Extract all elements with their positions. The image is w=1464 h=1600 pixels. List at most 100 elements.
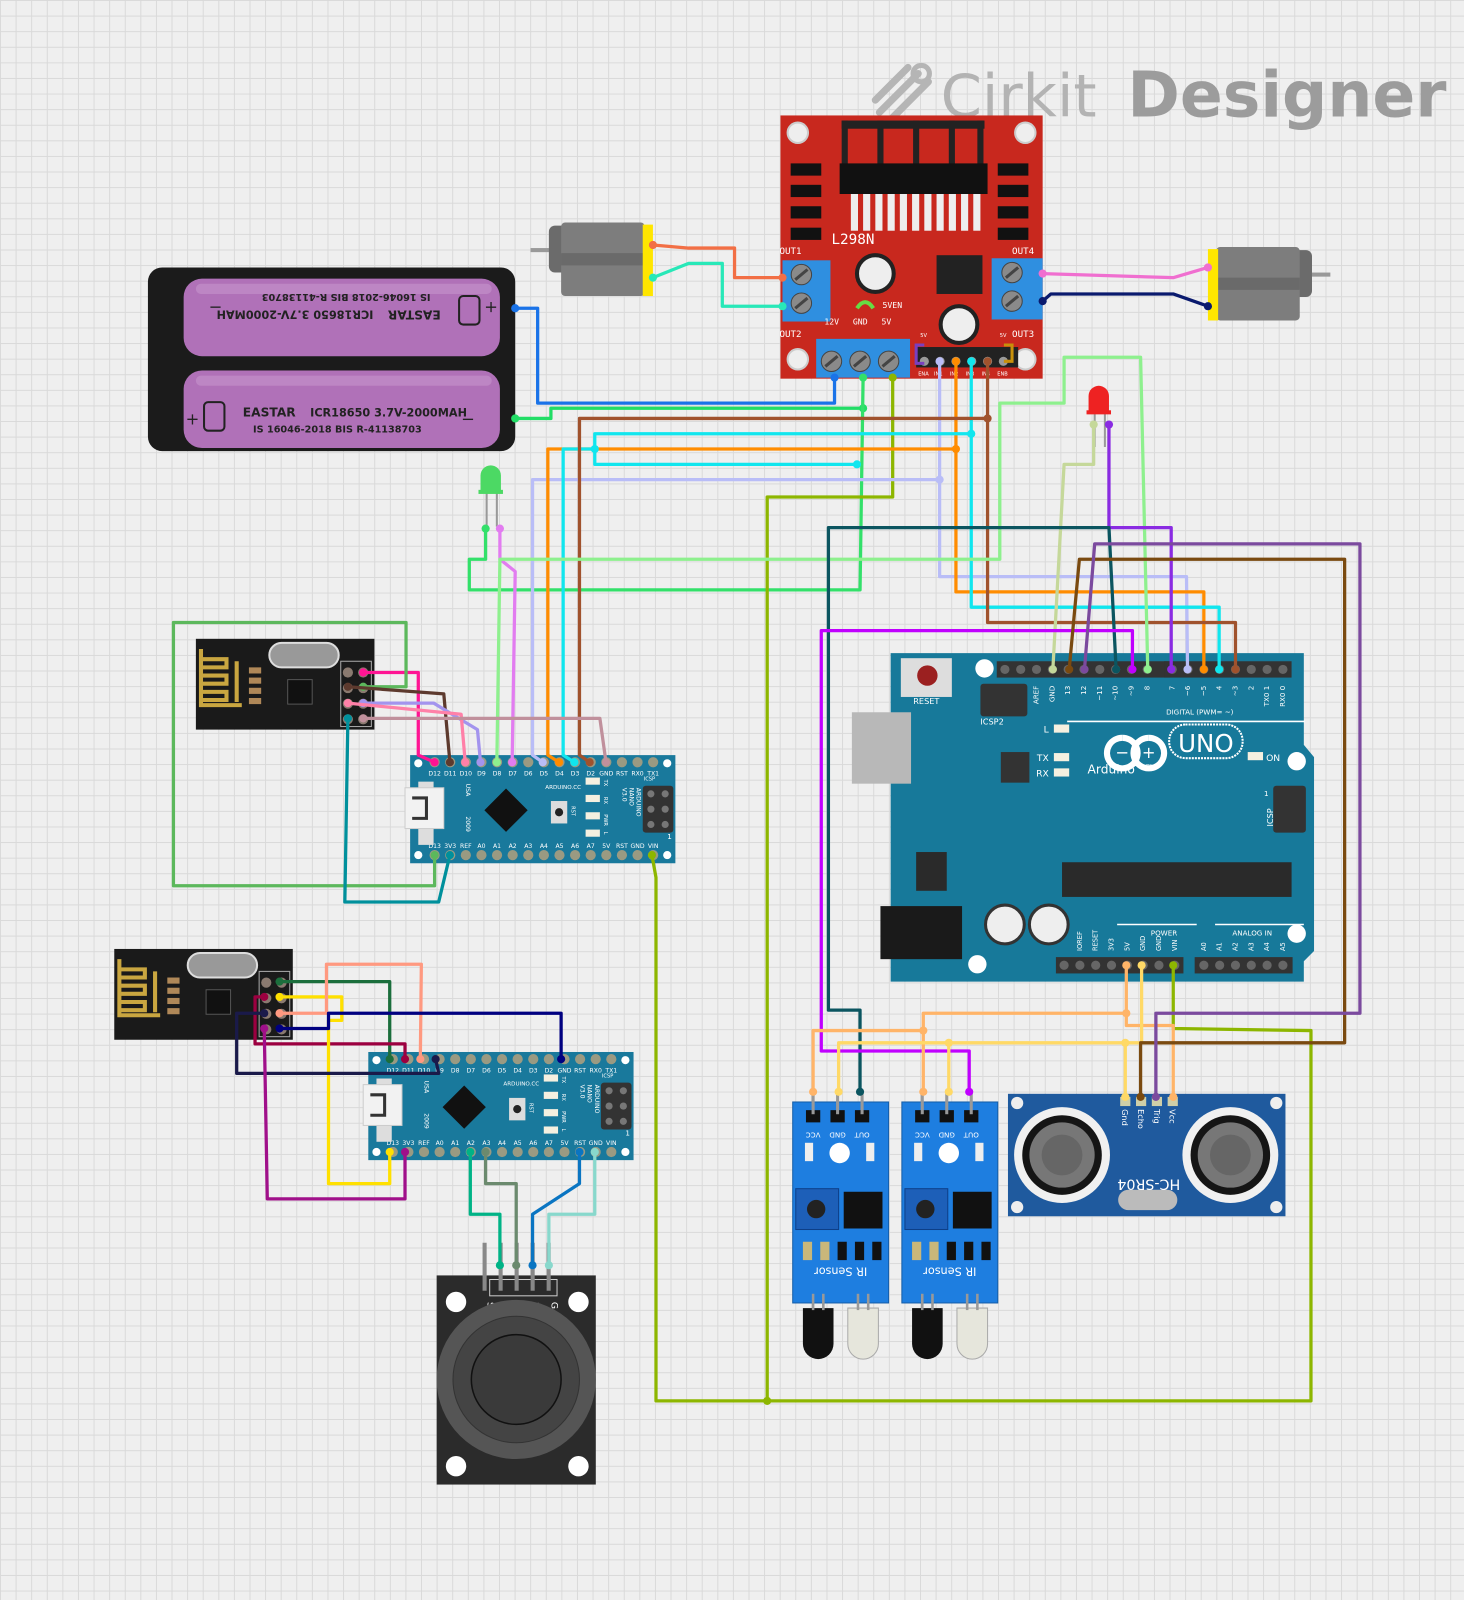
hcsr04-pin-vcc[interactable] — [1167, 1096, 1178, 1107]
nano-pin-d4[interactable] — [512, 1054, 523, 1065]
wire-endpoint[interactable] — [1065, 665, 1074, 674]
wire-gnd-green-led[interactable] — [467, 376, 865, 592]
wire-nrf2-d11[interactable] — [253, 995, 407, 1061]
nano-pin-a4[interactable] — [538, 849, 549, 861]
wire-endpoint[interactable] — [557, 1055, 566, 1064]
wire-trig-uno12[interactable] — [1082, 542, 1362, 1099]
nano-pin-a2[interactable] — [507, 849, 518, 861]
wire-joystick-5v[interactable] — [530, 1150, 582, 1267]
nano-pin-rx0[interactable] — [590, 1054, 601, 1065]
wire-endpoint[interactable] — [1080, 665, 1089, 674]
uno-analog-pin[interactable] — [1199, 960, 1209, 970]
wire-endpoint[interactable] — [570, 758, 579, 767]
wire-nrf2-gnd[interactable] — [277, 1011, 563, 1061]
wire-endpoint[interactable] — [275, 1024, 284, 1033]
wire-joystick-vrx[interactable] — [468, 1150, 502, 1267]
wire-endpoint[interactable] — [544, 1261, 553, 1270]
wire-endpoint[interactable] — [648, 273, 658, 282]
wire-endpoint[interactable] — [951, 444, 961, 454]
wire-nrf1-3v3[interactable] — [343, 716, 452, 904]
uno-power-pin[interactable] — [1059, 960, 1069, 970]
wire-endpoint[interactable] — [855, 1087, 865, 1096]
wire-endpoint[interactable] — [385, 1055, 394, 1064]
nano-pin-a6[interactable] — [528, 1146, 539, 1158]
ir-pin-gnd[interactable] — [939, 1110, 954, 1123]
wire-in1-uno[interactable] — [937, 478, 1190, 672]
wire-endpoint[interactable] — [359, 668, 368, 677]
uno-analog-pin[interactable] — [1246, 960, 1256, 970]
wire-nrf1-d9[interactable] — [361, 701, 483, 764]
wire-endpoint[interactable] — [260, 1024, 269, 1033]
wire-in4-uno[interactable] — [985, 416, 1238, 672]
wire-endpoint[interactable] — [778, 273, 787, 282]
wire-endpoint[interactable] — [481, 1147, 490, 1157]
nano-pin-rst[interactable] — [616, 849, 628, 861]
nano-pin-d2[interactable] — [543, 1054, 554, 1065]
wire-endpoint[interactable] — [1203, 302, 1213, 311]
nano-pin-ref[interactable] — [418, 1146, 430, 1158]
ir-pin-gnd[interactable] — [830, 1110, 845, 1123]
uno-analog-pin[interactable] — [1215, 960, 1225, 970]
wire-endpoint[interactable] — [431, 1055, 440, 1064]
nano-pin-tx1[interactable] — [606, 1054, 617, 1065]
wire-green-led-anode[interactable] — [498, 526, 517, 764]
wire-endpoint[interactable] — [1199, 665, 1208, 674]
wire-5v-ir1[interactable] — [811, 1028, 925, 1094]
wire-endpoint[interactable] — [648, 240, 658, 250]
wire-endpoint[interactable] — [511, 304, 520, 313]
wire-endpoint[interactable] — [275, 977, 284, 986]
nano-pin-a7[interactable] — [585, 849, 596, 861]
wire-endpoint[interactable] — [1151, 1092, 1160, 1101]
wire-endpoint[interactable] — [1169, 1092, 1178, 1101]
ir-pin-vcc[interactable] — [805, 1110, 821, 1123]
wire-endpoint[interactable] — [967, 429, 976, 438]
wire-endpoint[interactable] — [1143, 665, 1152, 674]
nano-pin-5v[interactable] — [559, 1146, 570, 1158]
wire-endpoint[interactable] — [1183, 665, 1192, 674]
uno-analog-pin[interactable] — [1262, 960, 1272, 970]
wire-endpoint[interactable] — [852, 460, 862, 469]
nano-pin-a7[interactable] — [543, 1146, 554, 1158]
terminal-out1-out2[interactable] — [782, 260, 831, 322]
nano-pin-a0[interactable] — [434, 1146, 445, 1158]
nano-pin-a6[interactable] — [569, 849, 581, 861]
wire-endpoint[interactable] — [1169, 961, 1178, 970]
wire-5v-vin[interactable] — [765, 376, 1313, 1403]
uno-analog-pin[interactable] — [1278, 960, 1288, 970]
wire-endpoint[interactable] — [492, 758, 501, 767]
wire-endpoint[interactable] — [481, 524, 490, 533]
hcsr04-pin-trig[interactable] — [1151, 1096, 1163, 1107]
uno-power-pin[interactable] — [1106, 960, 1117, 970]
wire-endpoint[interactable] — [575, 1147, 584, 1157]
nano-pin-d8[interactable] — [450, 1054, 461, 1065]
wire-endpoint[interactable] — [343, 698, 352, 708]
wire-endpoint[interactable] — [1215, 665, 1224, 674]
wire-nrf1-d13[interactable] — [171, 620, 437, 888]
wire-endpoint[interactable] — [888, 373, 897, 382]
nano-pin-vin[interactable] — [606, 1146, 617, 1158]
wire-endpoint[interactable] — [538, 758, 547, 767]
nano-pin-a3[interactable] — [523, 849, 534, 861]
wire-endpoint[interactable] — [416, 1055, 425, 1064]
wire-nrf2-d12[interactable] — [277, 979, 392, 1061]
wire-endpoint[interactable] — [260, 1009, 269, 1018]
uno-digital-pin[interactable] — [1246, 664, 1256, 675]
wire-red-led-uno7[interactable] — [1107, 422, 1173, 672]
wire-red-led-gnd[interactable] — [1051, 422, 1096, 672]
ir-pin-vcc[interactable] — [915, 1110, 930, 1123]
wire-endpoint[interactable] — [275, 992, 284, 1001]
wire-endpoint[interactable] — [965, 1087, 974, 1096]
wire-endpoint[interactable] — [466, 1147, 475, 1157]
wire-nrf1-d10[interactable] — [346, 701, 467, 764]
wire-endpoint[interactable] — [495, 524, 504, 533]
wire-in3-branch[interactable] — [593, 359, 973, 466]
wire-in3-uno[interactable] — [969, 432, 1221, 672]
wire-5v-hcsr04[interactable] — [1124, 1011, 1175, 1099]
wire-endpoint[interactable] — [1121, 1038, 1130, 1047]
nano-pin-d6[interactable] — [523, 757, 534, 768]
uno-digital-pin[interactable] — [1000, 664, 1010, 675]
wire-endpoint[interactable] — [359, 714, 368, 723]
wire-endpoint[interactable] — [935, 357, 944, 366]
wire-endpoint[interactable] — [763, 1396, 772, 1405]
uno-analog-pin[interactable] — [1230, 960, 1241, 970]
